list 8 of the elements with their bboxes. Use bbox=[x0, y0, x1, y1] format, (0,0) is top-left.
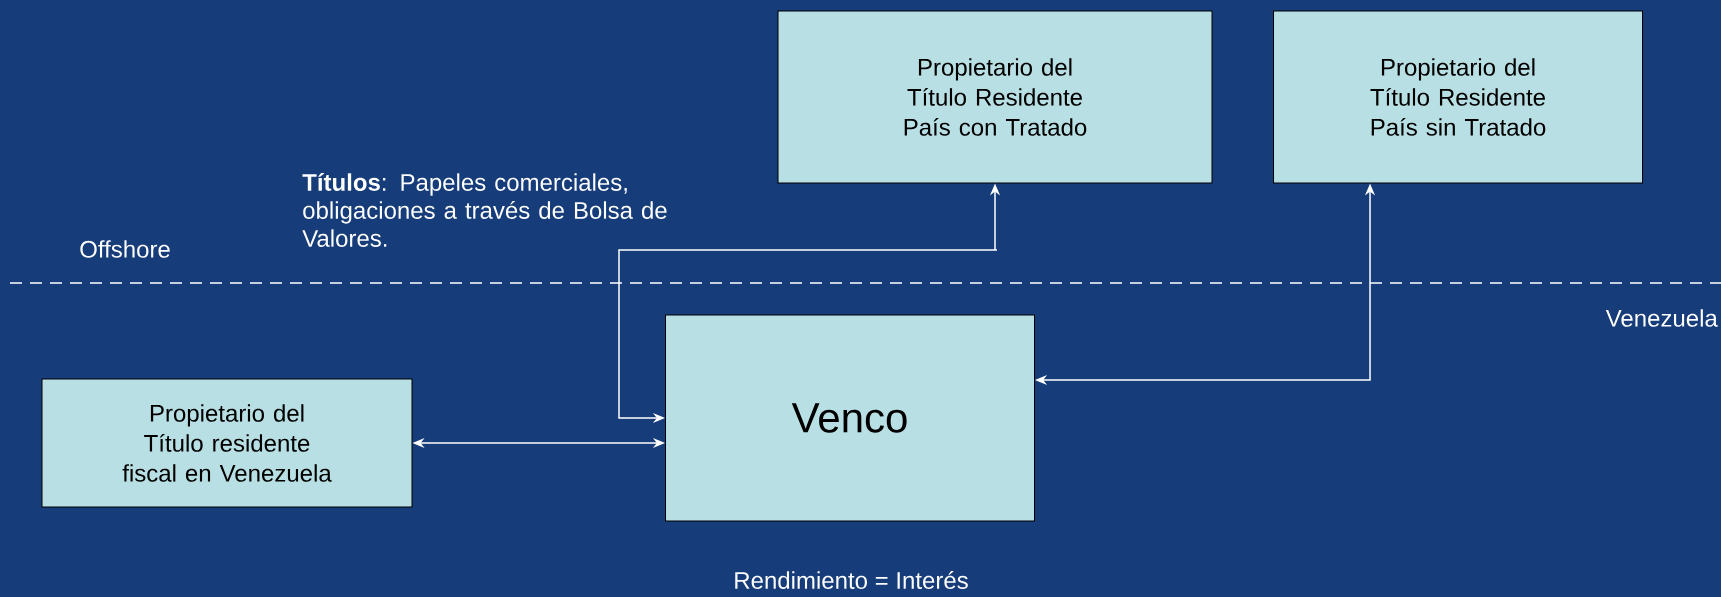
text-label: Offshore bbox=[80, 240, 170, 258]
text-label: Títulos: Papeles comerciales, obligaciones a través de Bolsa de Valores. bbox=[302, 173, 667, 247]
process-box: Propietario del Título Residente País sin Tratado bbox=[1273, 10, 1643, 184]
text-label: Rendimiento = Interés bbox=[735, 571, 968, 589]
process-box: Propietario del Título residente fiscal en Venezuela bbox=[41, 378, 413, 508]
process-box: Venco bbox=[665, 314, 1035, 522]
text-label: Venezuela bbox=[1605, 309, 1718, 327]
process-box: Propietario del Título Residente País con Tratado bbox=[777, 10, 1213, 184]
